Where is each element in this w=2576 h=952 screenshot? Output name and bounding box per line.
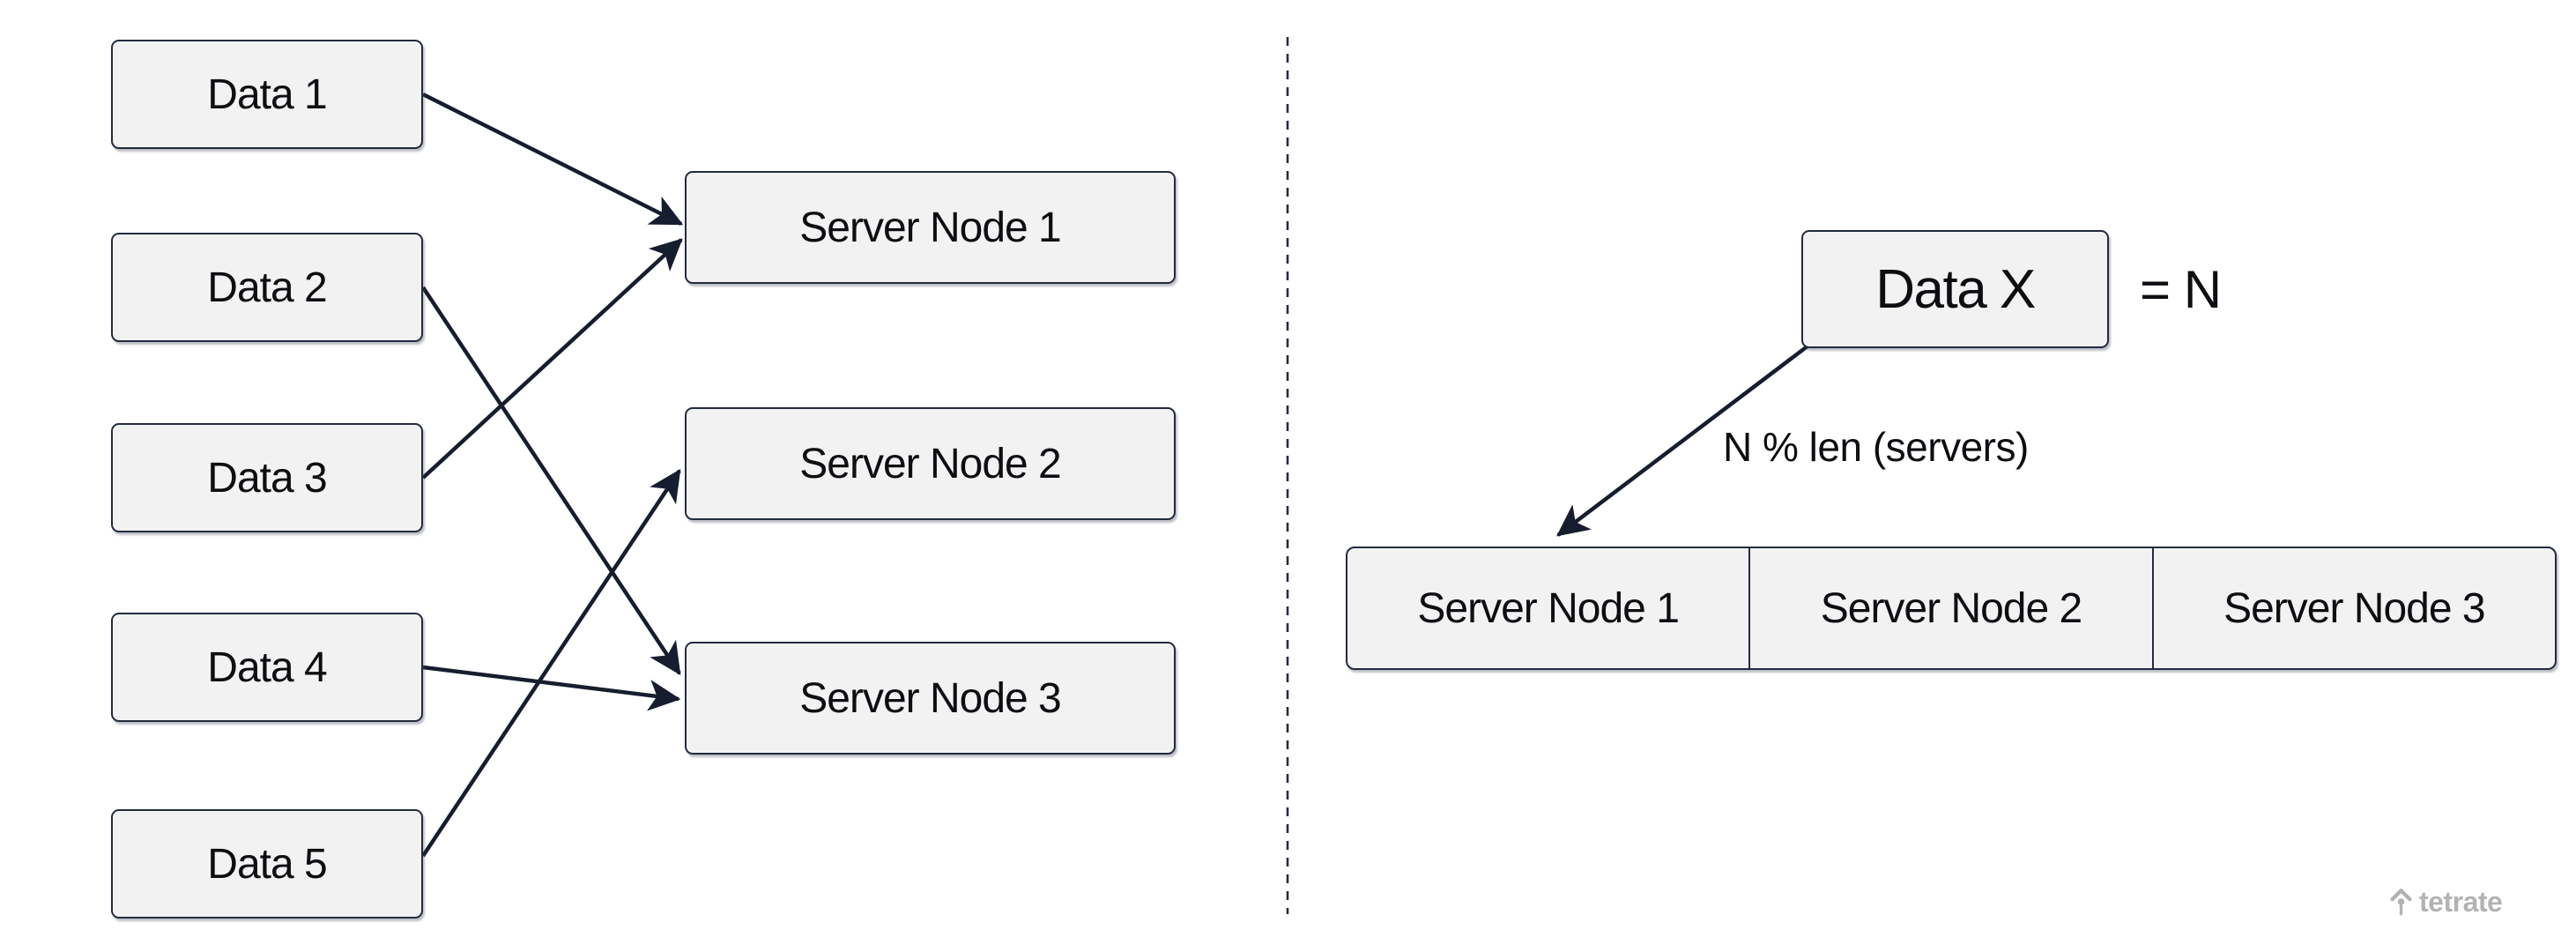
arrow-data4-to-server3 xyxy=(422,665,681,711)
server-row-cell-2-label: Server Node 2 xyxy=(1820,584,2082,632)
data-x-node: Data X xyxy=(1801,230,2109,348)
server-row-cell-3: Server Node 3 xyxy=(2154,548,2555,668)
brand-footer: tetrate xyxy=(2389,886,2503,919)
data-node-5-label: Data 5 xyxy=(207,840,327,888)
data-node-1: Data 1 xyxy=(111,40,423,149)
arrow-data5-to-server2 xyxy=(421,468,681,858)
data-node-4-label: Data 4 xyxy=(207,643,327,691)
server-row: Server Node 1 Server Node 2 Server Node … xyxy=(1346,547,2557,670)
data-node-5: Data 5 xyxy=(111,809,423,919)
data-node-3: Data 3 xyxy=(111,423,423,532)
equals-n-label: = N xyxy=(2140,259,2222,319)
arrow-data1-to-server1 xyxy=(421,92,684,227)
server-row-cell-1: Server Node 1 xyxy=(1347,548,1751,668)
data-node-2: Data 2 xyxy=(111,233,423,342)
server-node-2-label: Server Node 2 xyxy=(799,440,1061,487)
arrow-data3-to-server1 xyxy=(421,238,683,480)
server-row-cell-3-label: Server Node 3 xyxy=(2223,584,2485,632)
server-node-1-label: Server Node 1 xyxy=(799,204,1061,251)
server-node-1: Server Node 1 xyxy=(685,171,1176,284)
brand-text: tetrate xyxy=(2419,886,2503,918)
modulo-arrow-label: N % len (servers) xyxy=(1723,424,2029,470)
server-node-3: Server Node 3 xyxy=(685,642,1176,755)
data-node-4: Data 4 xyxy=(111,613,423,722)
arrow-data2-to-server3 xyxy=(421,286,681,676)
data-x-label: Data X xyxy=(1875,258,2036,320)
data-node-1-label: Data 1 xyxy=(207,71,327,118)
data-node-2-label: Data 2 xyxy=(207,264,327,311)
server-node-2: Server Node 2 xyxy=(685,407,1176,520)
server-node-3-label: Server Node 3 xyxy=(799,674,1061,722)
tetrate-logo-icon xyxy=(2390,889,2412,916)
server-row-cell-1-label: Server Node 1 xyxy=(1417,584,1679,632)
data-node-3-label: Data 3 xyxy=(207,454,327,502)
server-row-cell-2: Server Node 2 xyxy=(1750,548,2154,668)
